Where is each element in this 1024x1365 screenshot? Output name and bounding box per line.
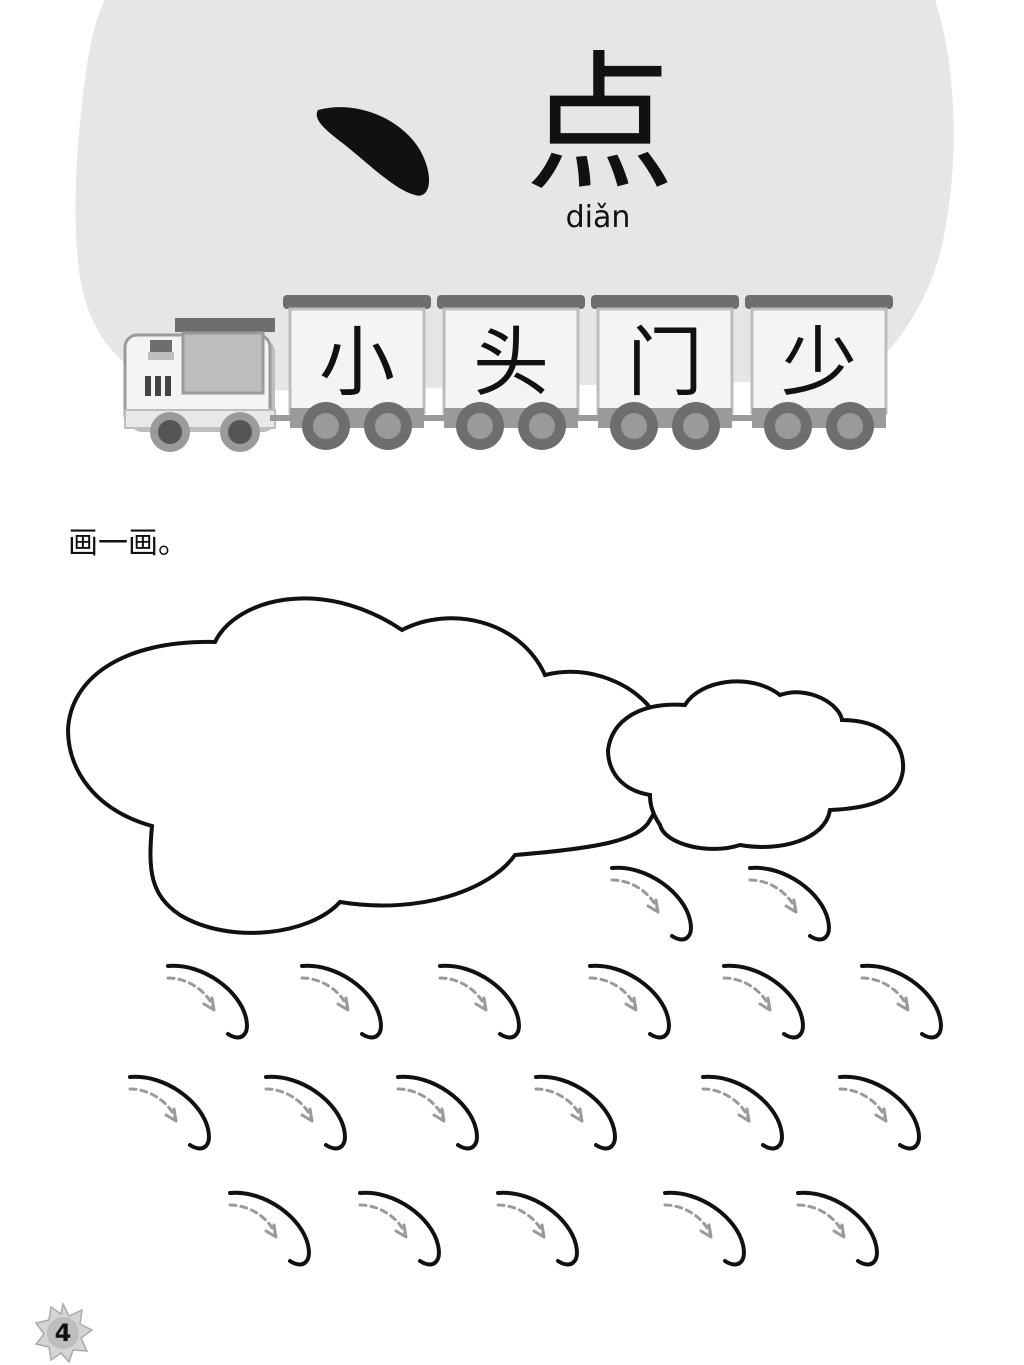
page-number: 4: [54, 1319, 72, 1347]
trace-dot-stroke-icon: [228, 1190, 311, 1267]
trace-dot-stroke-icon: [796, 1190, 879, 1267]
trace-dot-stroke-icon: [358, 1190, 441, 1267]
train-car-1: [283, 295, 431, 450]
trace-dot-stroke-icon: [748, 865, 831, 942]
trace-dot-stroke-icon: [860, 963, 943, 1040]
train-car-character: 小: [319, 318, 395, 407]
trace-dot-stroke-icon: [128, 1074, 211, 1151]
train-car-2: [437, 295, 585, 450]
trace-dot-stroke-icon: [496, 1190, 579, 1267]
header-background-blob: [75, 0, 954, 392]
main-character: 点: [524, 38, 675, 212]
train-engine: [123, 318, 276, 452]
train-car-4: [745, 295, 893, 450]
small-cloud: [605, 679, 906, 851]
pinyin-label: diǎn: [565, 200, 631, 235]
train-car-character: 头: [473, 318, 549, 407]
trace-dot-stroke-icon: [166, 963, 249, 1040]
trace-dot-stroke-icon: [722, 963, 805, 1040]
train-car-3: [591, 295, 739, 450]
trace-dot-stroke-icon: [701, 1074, 784, 1151]
trace-dot-stroke-icon: [663, 1190, 746, 1267]
dot-stroke-icon: [316, 107, 430, 196]
trace-dot-stroke-icon: [588, 963, 671, 1040]
trace-dot-stroke-icon: [264, 1074, 347, 1151]
sun-badge-icon: [34, 1302, 94, 1364]
instruction-text: 画一画。: [68, 526, 188, 561]
large-cloud: [65, 596, 665, 935]
train-car-character: 门: [627, 318, 703, 407]
train-car-character: 少: [781, 318, 857, 407]
trace-dot-stroke-icon: [396, 1074, 479, 1151]
trace-dot-stroke-icon: [534, 1074, 617, 1151]
trace-dot-stroke-icon: [300, 963, 383, 1040]
trace-dot-stroke-icon: [838, 1074, 921, 1151]
trace-dot-stroke-icon: [610, 865, 693, 942]
train-illustration: [123, 295, 893, 452]
trace-dot-stroke-icon: [438, 963, 521, 1040]
